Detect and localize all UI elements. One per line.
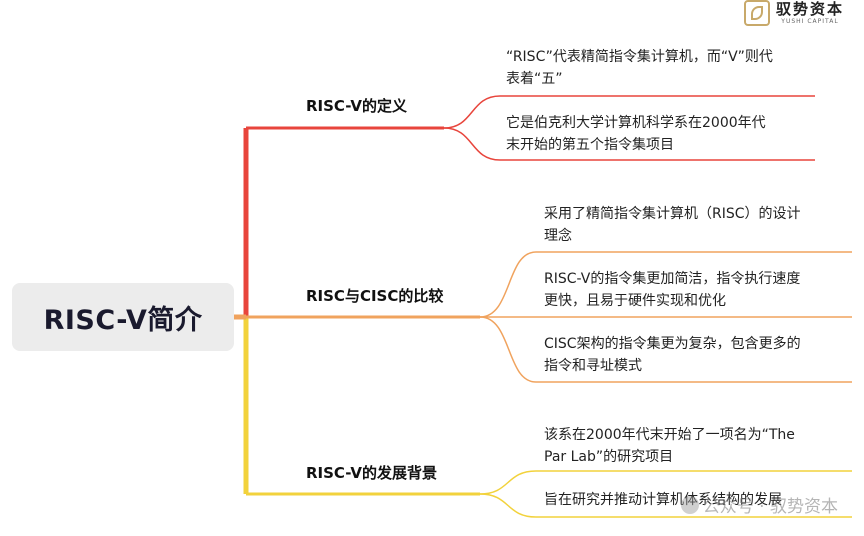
logo-english-name: YUSHI CAPITAL [781, 18, 839, 25]
leaf-definition-2: 它是伯克利大学计算机科学系在2000年代 末开始的第五个指令集项目 [506, 115, 766, 153]
brand-logo: 驭势资本 YUSHI CAPITAL [743, 0, 844, 26]
leaf-comparison-3: CISC架构的指令集更为复杂，包含更多的 指令和寻址模式 [544, 336, 801, 374]
leaf-2-3-connector [479, 316, 852, 383]
leaf-background-2: 旨在研究并推动计算机体系结构的发展 [544, 492, 782, 508]
leaf-2-1-connector [479, 251, 852, 318]
branch-definition: RISC-V的定义 [306, 97, 408, 115]
branch-comparison: RISC与CISC的比较 [306, 287, 444, 305]
branch-background: RISC-V的发展背景 [306, 464, 438, 482]
leaf-definition-1: “RISC”代表精简指令集计算机，而“V”则代 表着“五” [506, 49, 773, 87]
watermark: 公众号 · 驭势资本 [680, 492, 838, 517]
leaf-1-1-connector [443, 95, 815, 129]
logo-icon [743, 0, 770, 26]
leaf-background-1: 该系在2000年代末开始了一项名为“The Par Lab”的研究项目 [544, 427, 795, 465]
leaf-1-2-connector [443, 127, 815, 161]
root-node: RISC-V简介 [12, 283, 234, 351]
leaf-comparison-1: 采用了精简指令集计算机（RISC）的设计 理念 [544, 206, 801, 244]
logo-chinese-name: 驭势资本 [775, 0, 844, 18]
watermark-text: 公众号 · 驭势资本 [702, 497, 838, 517]
wechat-icon [680, 495, 699, 514]
leaf-3-2-connector [479, 493, 852, 518]
leaf-3-1-connector [479, 470, 852, 495]
leaf-comparison-2: RISC-V的指令集更加简洁，指令执行速度 更快，且易于硬件实现和优化 [544, 271, 801, 309]
